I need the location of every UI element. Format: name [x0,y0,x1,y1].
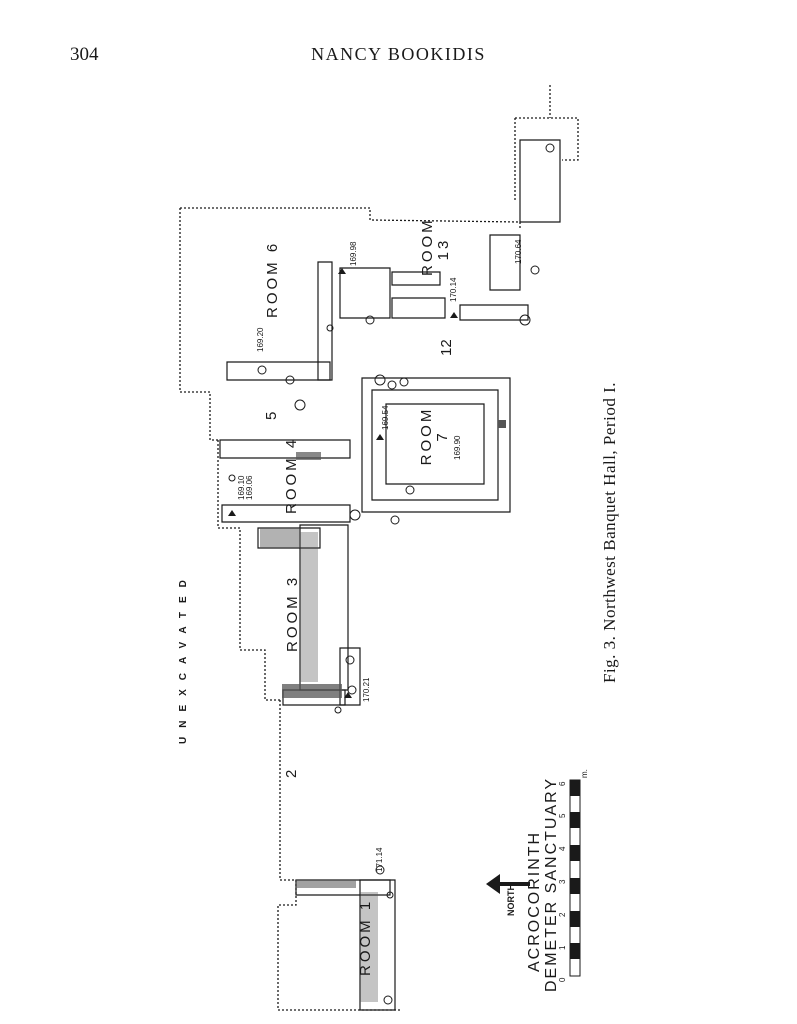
scale-tick-5: 5 [558,813,567,818]
room-13-label-number: 13 [435,237,452,261]
unexcavated-label: UNEXCAVATED [178,571,189,744]
scale-tick-4: 4 [558,846,567,851]
scale-tick-6: 6 [558,781,567,786]
elevation-169-06: 169.06 [245,475,254,500]
scale-tick-3: 3 [558,879,567,884]
figure-caption-prefix: Fig. 3. [600,635,619,683]
room-3-label: ROOM 3 [284,574,301,652]
site-label-acrocorinth: ACROCORINTH [526,830,543,972]
scale-tick-0: 0 [558,977,567,982]
elevation-171-14: 171.14 [375,847,384,872]
scale-unit: m. [580,769,589,778]
elevation-169-98: 169.98 [349,241,358,266]
hatched-wall-fills [260,420,506,1002]
room-7-label-number: 7 [434,430,451,442]
running-head: NANCY BOOKIDIS [311,44,486,64]
area-5-label: 5 [263,411,280,420]
elevation-170-21: 170.21 [362,677,371,702]
elevation-170-14: 170.14 [449,277,458,302]
scale-tick-1: 1 [558,945,567,950]
north-label: NORTH [506,884,516,916]
figure-caption: Fig. 3. Northwest Banquet Hall, Period I… [600,382,620,683]
page-header: 304 NANCY BOOKIDIS [0,38,797,68]
room-13-label-word: ROOM [419,217,436,276]
elevation-170-64: 170.64 [514,239,523,264]
scale-bar [569,779,581,977]
elevation-markers [228,268,458,698]
room-7-label: ROOM 7 [418,406,451,466]
site-label-demeter-sanctuary: DEMETER SANCTUARY [543,776,560,992]
north-arrow [486,874,530,894]
stone-blocks [228,143,555,1005]
area-12-label: 12 [438,339,455,356]
scale-tick-2: 2 [558,912,567,917]
room-4-label: ROOM 4 [283,436,300,514]
figure-caption-text: Northwest Banquet Hall, Period I. [600,382,619,631]
page-number: 304 [70,44,99,65]
room-7-label-word: ROOM [418,406,435,466]
room-6-label: ROOM 6 [264,240,281,318]
elevation-169-20: 169.20 [256,327,265,352]
elevation-169-90: 169.90 [453,435,462,460]
area-2-label: 2 [283,769,300,778]
elevation-169-54: 169.54 [381,405,390,430]
room-1-label: ROOM 1 [357,898,374,976]
room-13-label: ROOM 13 [419,217,452,276]
